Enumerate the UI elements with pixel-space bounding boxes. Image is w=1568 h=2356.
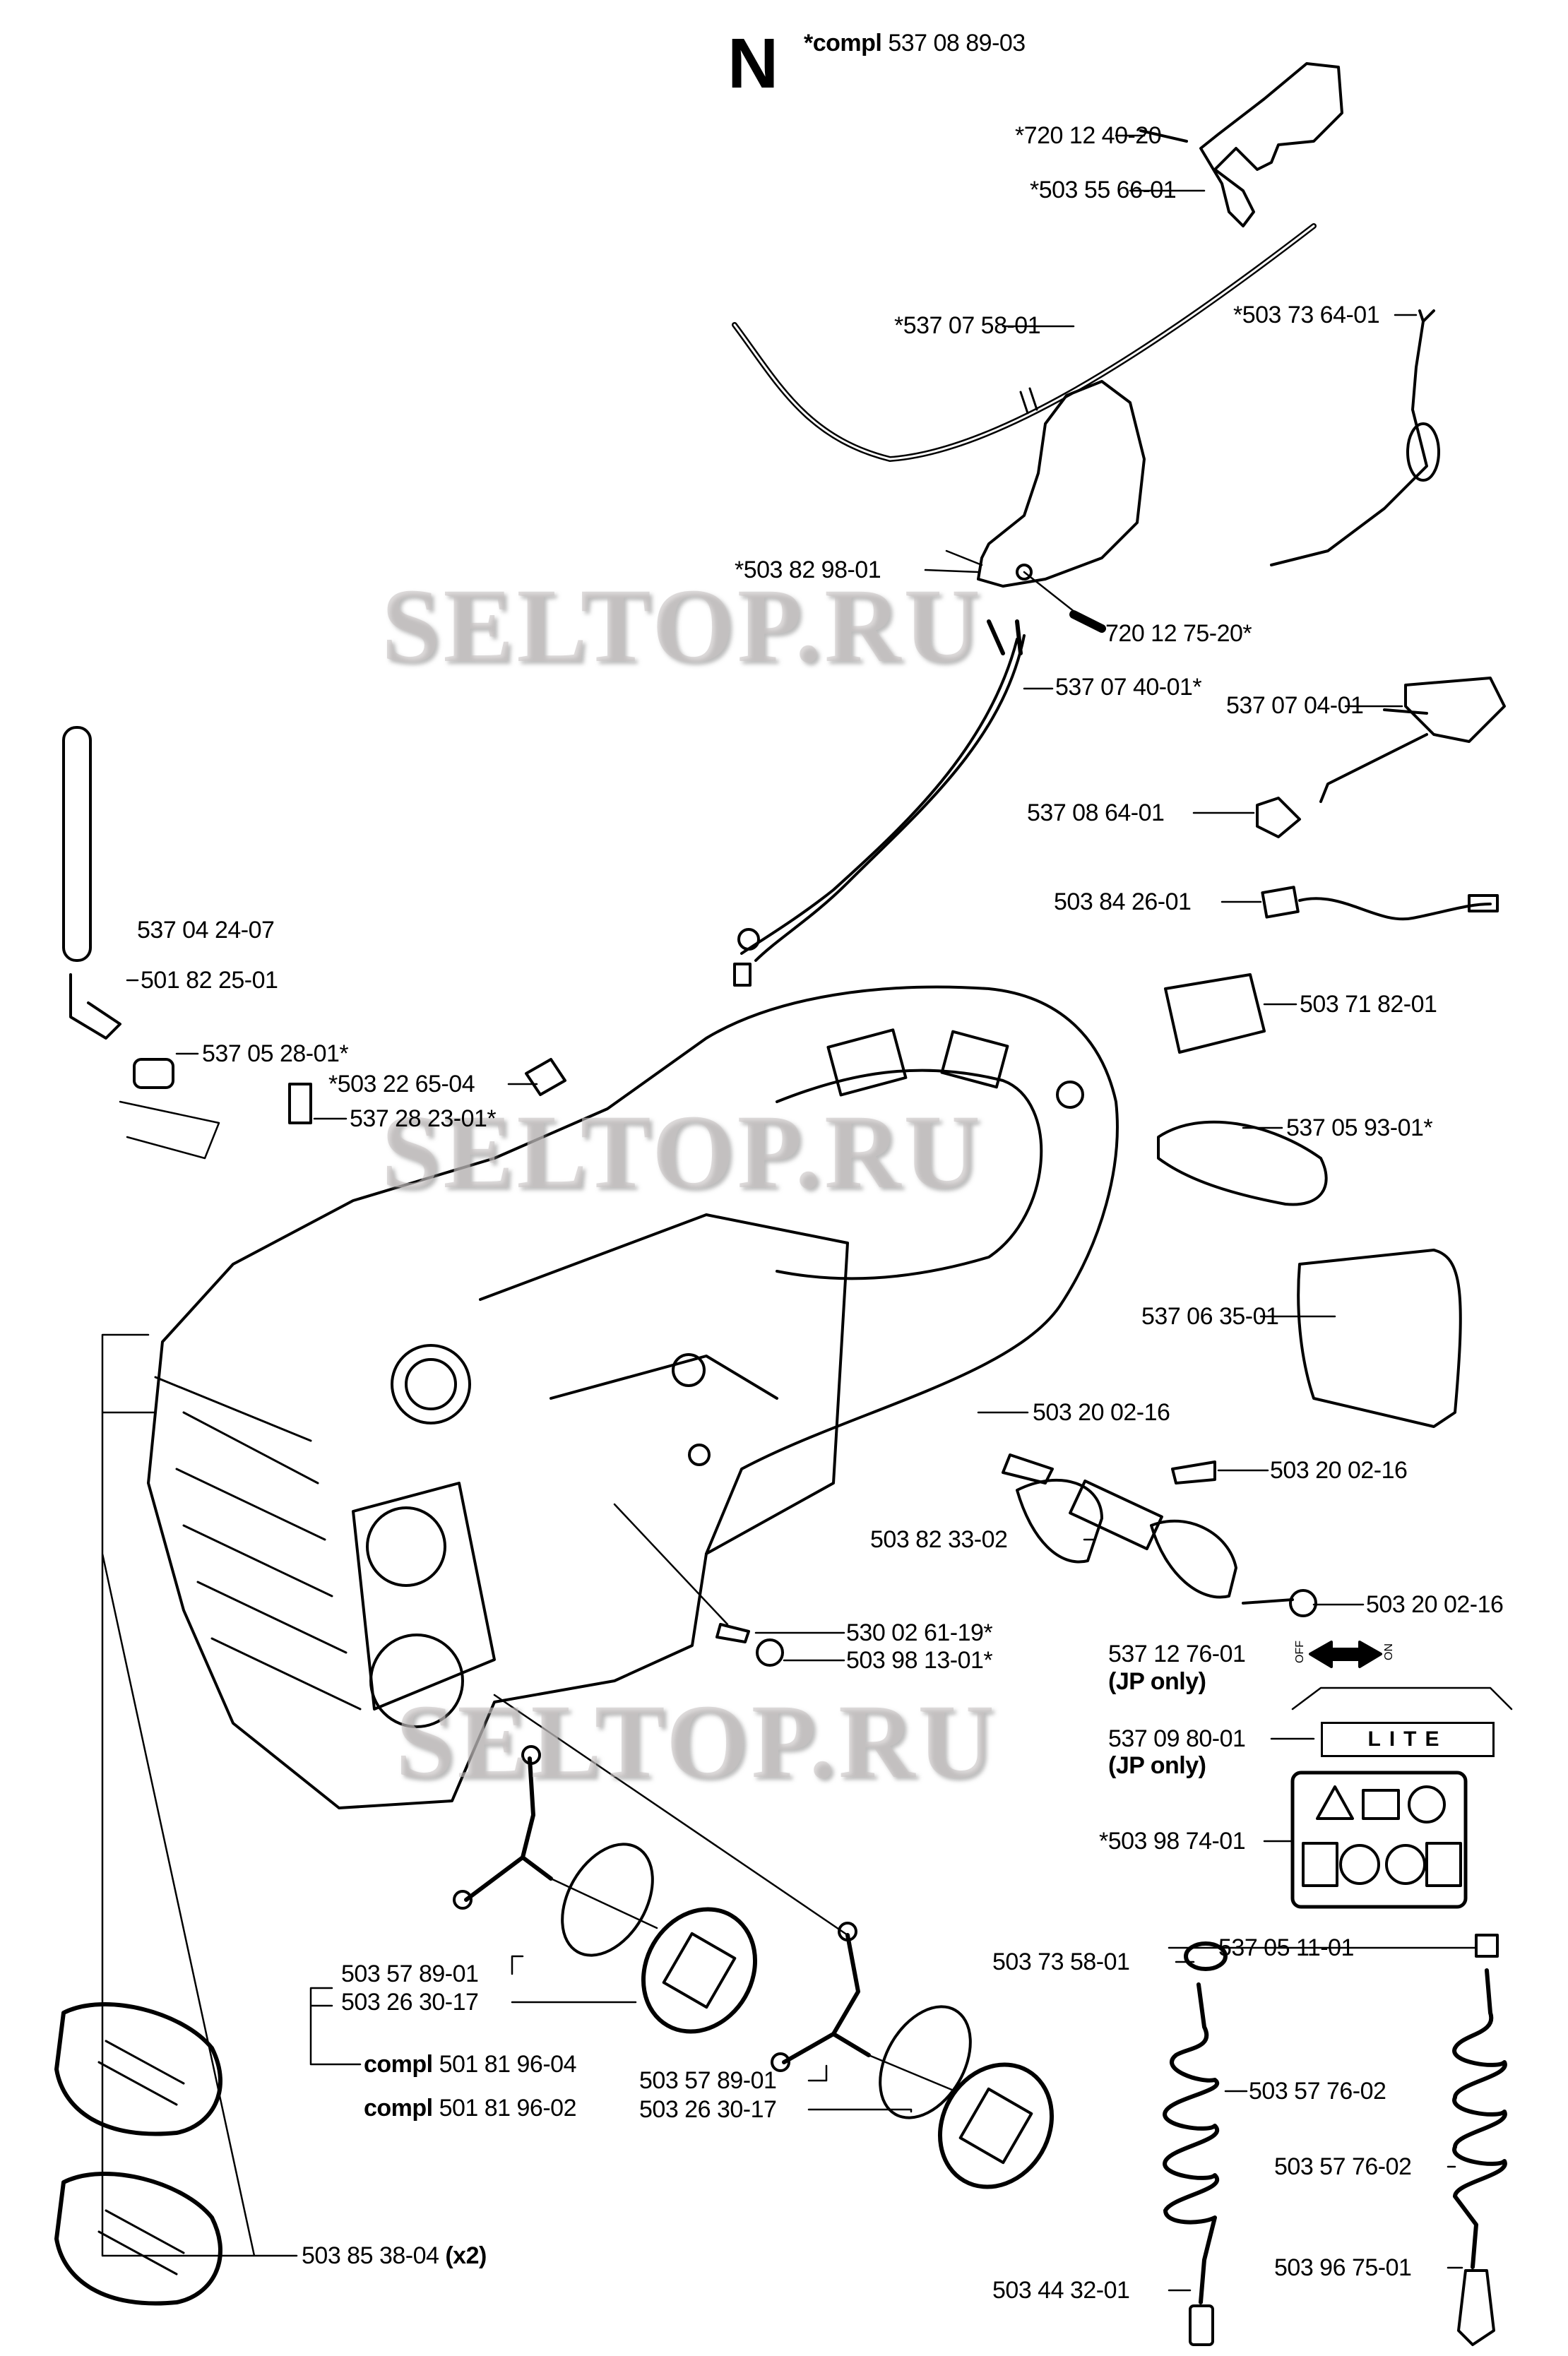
switch-off-label: OFF — [1294, 1641, 1306, 1663]
switch-knob — [1164, 973, 1297, 1054]
part-label: 537 05 28-01* — [202, 1040, 349, 1067]
part-label: 537 07 40-01* — [1055, 674, 1202, 701]
switch-on-label: ON — [1383, 1643, 1395, 1660]
fuel-hose — [62, 726, 566, 1160]
part-label: 503 98 13-01* — [846, 1647, 993, 1674]
watermark: SELTOP.RU — [396, 1683, 997, 1800]
part-label: 537 05 11-01 — [1218, 1934, 1354, 1961]
decal-outline — [1291, 1686, 1513, 1711]
lite-decal: LITE — [1321, 1722, 1495, 1757]
jp-only-note: (JP only) — [1108, 1752, 1206, 1779]
part-label: 503 20 02-16 — [1270, 1457, 1408, 1484]
warning-decal — [1290, 1771, 1468, 1909]
part-label: 501 82 25-01 — [141, 967, 278, 994]
part-label: 503 26 30-17 — [341, 1989, 479, 2016]
jp-only-note: (JP only) — [1108, 1668, 1206, 1695]
grommet — [1192, 797, 1301, 838]
watermark: SELTOP.RU — [381, 1093, 983, 1210]
throttle-cable — [732, 223, 1317, 462]
part-label: 503 96 75-01 — [1274, 2254, 1412, 2281]
part-label: 503 20 02-16 — [1366, 1591, 1504, 1618]
side-cover — [1259, 1249, 1462, 1428]
part-label: 503 26 30-17 — [639, 2096, 777, 2123]
part-label: 537 28 23-01* — [350, 1105, 497, 1132]
part-label: 537 04 24-07 — [137, 917, 275, 944]
spring-wire — [1270, 309, 1440, 566]
part-label: 537 08 64-01 — [1027, 799, 1165, 826]
assembly-number: *compl 537 08 89-03 — [804, 30, 1026, 56]
part-label: 503 44 32-01 — [992, 2277, 1130, 2304]
part-label: 503 57 76-02 — [1249, 2078, 1386, 2105]
wire-lead — [1220, 886, 1499, 921]
part-label: 503 84 26-01 — [1054, 888, 1192, 915]
return-hose-coil — [1452, 1934, 1507, 2346]
watermark: SELTOP.RU — [381, 567, 983, 684]
part-label: 503 57 76-02 — [1274, 2153, 1412, 2180]
throttle-trigger — [1115, 62, 1343, 227]
part-label: 503 82 33-02 — [870, 1526, 1008, 1553]
part-label: *503 82 98-01 — [735, 557, 881, 583]
part-label: *720 12 40-20 — [1015, 122, 1162, 149]
anti-vibration-assembly — [977, 1411, 1365, 1617]
crankcase-housing — [147, 985, 1119, 1809]
part-label: 503 20 02-16 — [1033, 1399, 1170, 1426]
stop-switch — [1319, 677, 1506, 803]
rubber-plug — [1157, 1120, 1328, 1206]
part-label: *503 22 65-04 — [328, 1071, 475, 1097]
wire-harness — [733, 619, 1054, 987]
part-label: 503 57 89-01 — [639, 2067, 777, 2094]
mount-label: 503 85 38-04 (x2) — [302, 2242, 487, 2269]
rubber-mounts — [54, 1333, 298, 2306]
kit-label: compl 501 81 96-02 — [364, 2095, 576, 2122]
throttle-lockout — [924, 380, 1146, 633]
part-label: 537 09 80-01 — [1108, 1725, 1246, 1752]
switch-direction-arrow — [1309, 1641, 1382, 1668]
part-label: 503 73 58-01 — [992, 1949, 1130, 1975]
part-label: *537 07 58-01 — [894, 312, 1041, 339]
part-label: 720 12 75-20* — [1105, 620, 1252, 647]
part-label: *503 98 74-01 — [1099, 1828, 1246, 1855]
kit-label: compl 501 81 96-04 — [364, 2051, 576, 2078]
part-label: 537 06 35-01 — [1141, 1303, 1279, 1330]
part-label: 503 57 89-01 — [341, 1961, 479, 1987]
fuel-cap-assembly-2 — [493, 1694, 1055, 2189]
bolt-and-nut — [613, 1503, 845, 1667]
part-label: *503 55 66-01 — [1030, 177, 1177, 203]
part-label: 537 12 76-01 — [1108, 1641, 1246, 1667]
fuel-cap-assembly-1 — [309, 1745, 758, 2066]
part-label: *503 73 64-01 — [1233, 302, 1380, 328]
part-label: 530 02 61-19* — [846, 1619, 993, 1646]
fuel-hose-coil — [1163, 1941, 1228, 2346]
part-label: 537 07 04-01 — [1226, 692, 1364, 719]
section-letter: N — [727, 24, 779, 103]
part-label: 537 05 93-01* — [1286, 1114, 1433, 1141]
part-label: 503 71 82-01 — [1300, 991, 1437, 1018]
